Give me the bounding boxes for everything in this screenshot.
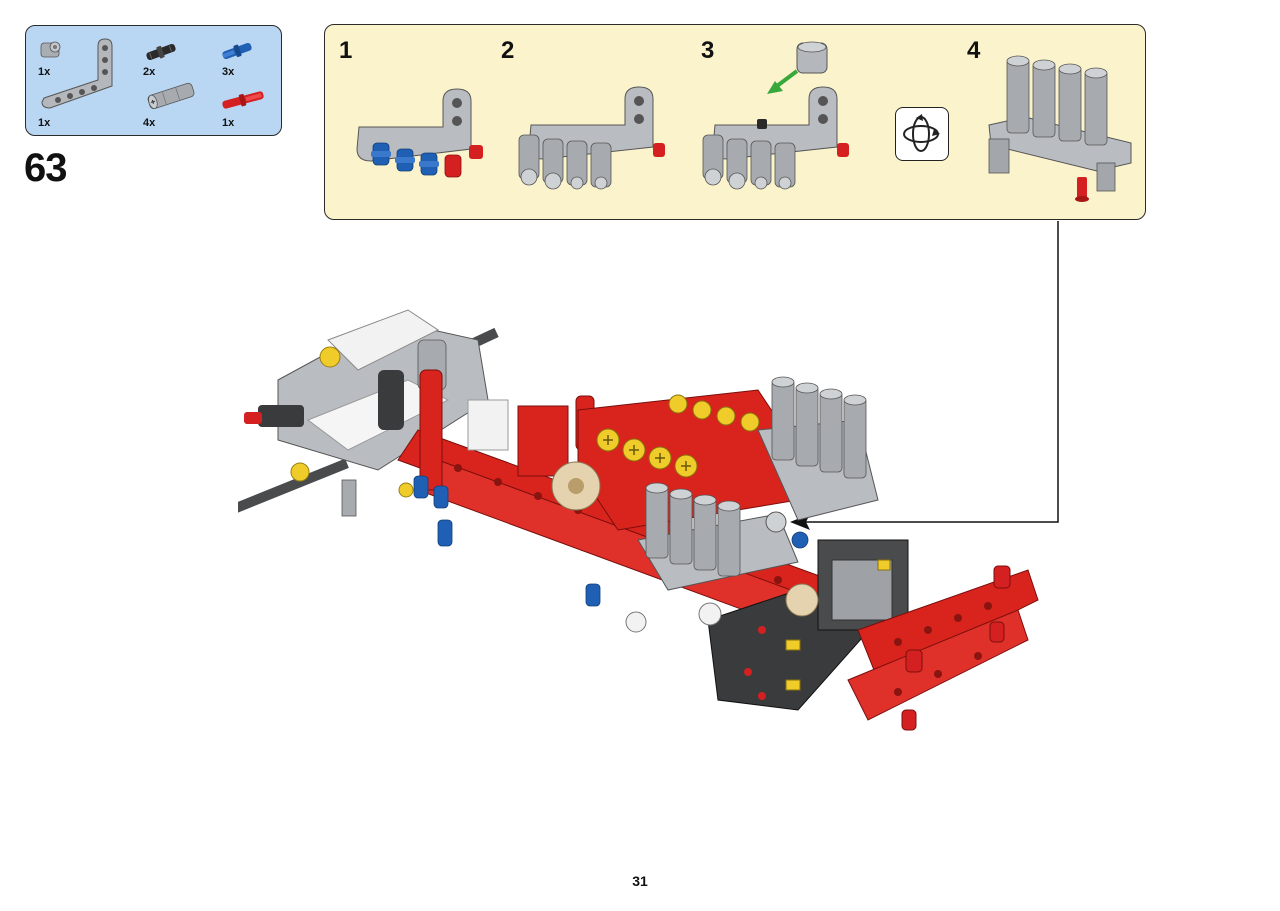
substep-2-figure bbox=[513, 85, 673, 195]
step-number: 63 bbox=[24, 146, 67, 190]
part-red-axle-pin bbox=[220, 88, 266, 112]
substep-3-figure bbox=[697, 39, 867, 204]
part-gray-bush bbox=[38, 38, 62, 60]
main-model-illustration bbox=[233, 300, 1048, 750]
sub-assembly-box: 1 2 3 4 bbox=[324, 24, 1146, 220]
qty-gray-l-beam: 1x bbox=[38, 117, 51, 129]
qty-gray-axle-connector: 4x bbox=[143, 117, 156, 129]
qty-red-axle-pin: 1x bbox=[222, 117, 235, 129]
part-gray-axle-connector bbox=[144, 80, 198, 112]
part-blue-axle-pin bbox=[220, 40, 254, 62]
blue-axle-pin-icon bbox=[222, 42, 252, 60]
substep-number-1: 1 bbox=[339, 37, 353, 64]
substep-1-figure bbox=[351, 87, 501, 192]
gray-l-beam-icon bbox=[41, 38, 113, 109]
gray-axle-connector-icon bbox=[147, 82, 195, 110]
qty-blue-axle-pin: 3x bbox=[222, 66, 235, 78]
qty-gray-bush: 1x bbox=[38, 66, 51, 78]
green-insert-arrow-icon bbox=[767, 69, 799, 94]
substep-number-4: 4 bbox=[967, 37, 981, 64]
substep-number-2: 2 bbox=[501, 37, 515, 64]
front-axle bbox=[233, 458, 349, 513]
gray-bush-icon bbox=[40, 41, 61, 58]
part-black-pin bbox=[144, 42, 178, 62]
parts-list: 1x 1x 2x bbox=[25, 25, 282, 136]
substep-4-figure bbox=[985, 53, 1135, 213]
substep-number-3: 3 bbox=[701, 37, 715, 64]
page-number: 31 bbox=[632, 873, 648, 889]
black-pin-icon bbox=[146, 43, 176, 61]
qty-black-pin: 2x bbox=[143, 66, 156, 78]
red-axle-pin-icon bbox=[222, 91, 264, 109]
part-gray-l-beam bbox=[38, 36, 118, 111]
rotate-model-icon bbox=[895, 107, 949, 161]
